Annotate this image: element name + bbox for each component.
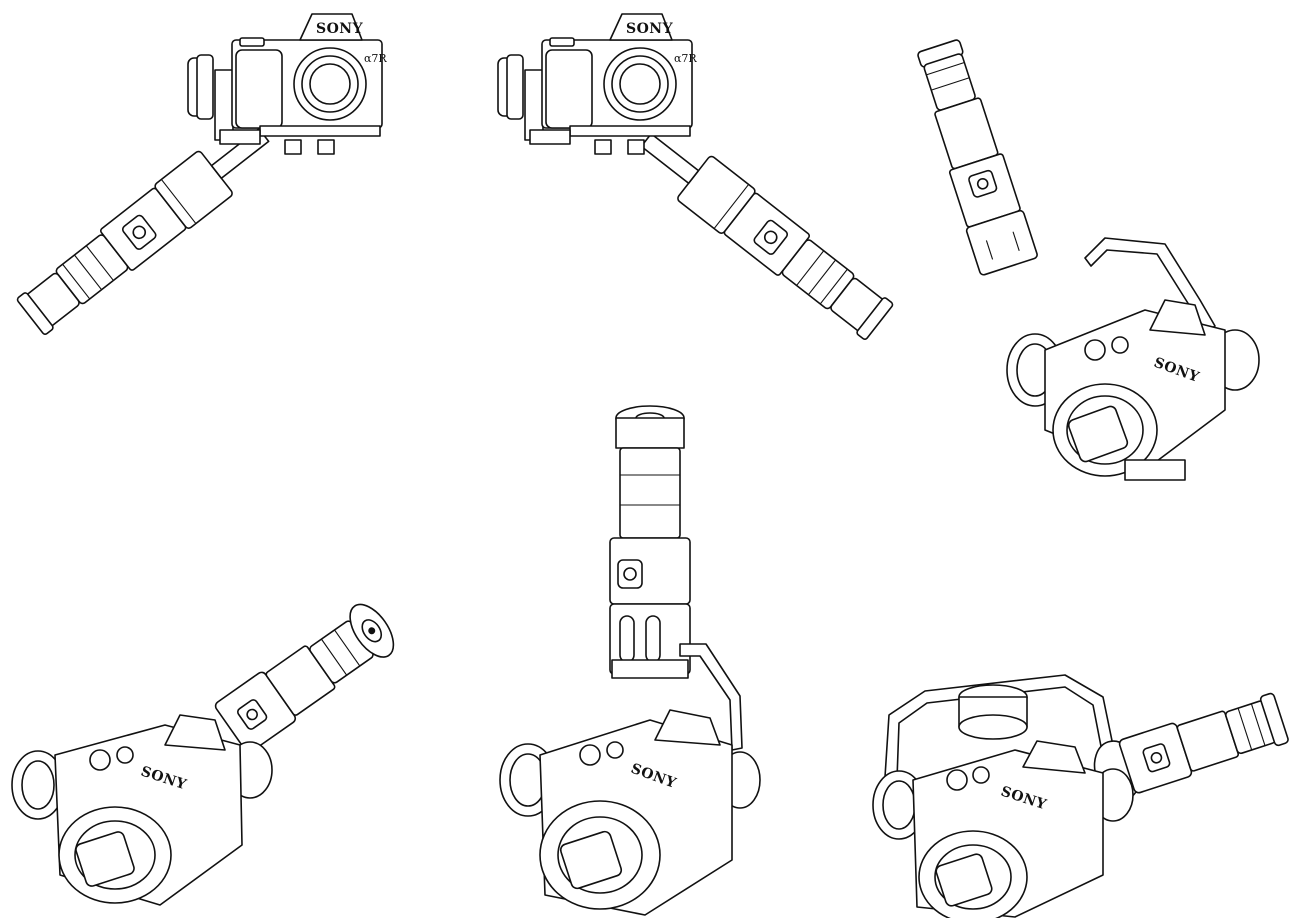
gimbal-view-handle-diagonal-up-right: SONY: [0, 575, 430, 915]
gimbal-view-handle-down-left: SONY α7R: [0, 0, 430, 360]
camera-body: SONY: [872, 740, 1134, 918]
camera-body: SONY α7R: [187, 13, 387, 155]
camera-body: SONY: [1006, 299, 1260, 481]
camera-body: SONY: [11, 714, 273, 906]
camera-brand-label: SONY: [626, 21, 674, 37]
camera-body: SONY: [499, 709, 761, 916]
camera-body: SONY α7R: [497, 13, 697, 155]
gimbal-top-motor: [958, 684, 1028, 740]
gimbal-handle: [609, 405, 691, 679]
gimbal-handle: [640, 132, 894, 340]
camera-model-label: α7R: [674, 52, 697, 65]
gimbal-handle: [214, 603, 395, 753]
gimbal-handle: [917, 39, 1038, 276]
camera-brand-label: SONY: [316, 21, 364, 37]
gimbal-view-handle-vertical-up: SONY: [470, 400, 810, 916]
gimbal-handle: [16, 127, 270, 335]
gimbal-view-handle-horizontal-right: SONY: [865, 645, 1289, 918]
gimbal-view-handle-up-right: SONY: [895, 0, 1275, 500]
gimbal-view-handle-down-right: SONY α7R: [455, 0, 895, 360]
camera-model-label: α7R: [364, 52, 387, 65]
